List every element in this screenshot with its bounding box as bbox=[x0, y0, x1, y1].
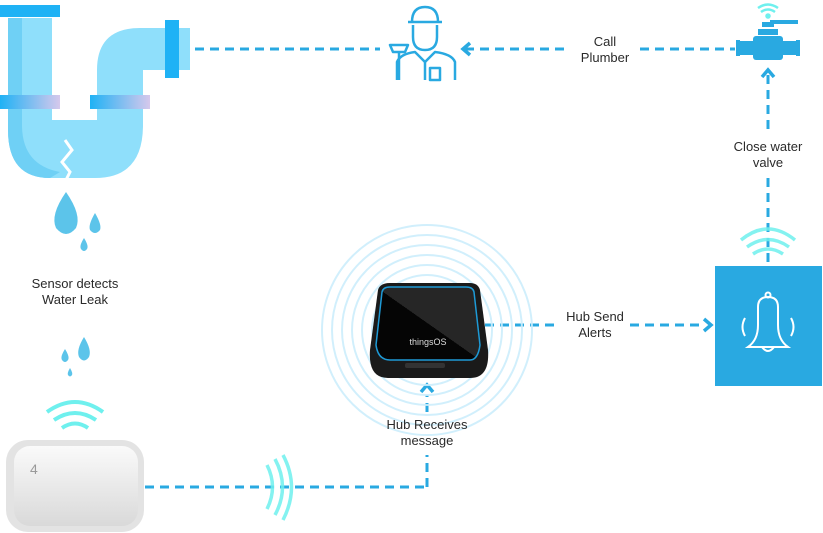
label-close-valve-line1: Close water bbox=[733, 139, 803, 154]
leak-sensor-device: 4 bbox=[6, 440, 144, 532]
label-sensor-line2: Water Leak bbox=[42, 292, 108, 307]
label-hub-send-line2: Alerts bbox=[578, 325, 612, 340]
label-hub-receives-line2: message bbox=[400, 433, 454, 448]
label-call-plumber-line1: Call bbox=[593, 34, 617, 49]
arrow-left-icon bbox=[460, 41, 472, 57]
alert-box bbox=[715, 227, 822, 386]
bell-icon bbox=[741, 291, 795, 352]
alert-wifi-icon bbox=[739, 227, 797, 256]
leak-drops-icon bbox=[54, 192, 101, 251]
label-sensor-detects: Sensor detects Water Leak bbox=[22, 276, 128, 308]
connector-lines bbox=[145, 47, 770, 489]
valve-wifi-icon bbox=[757, 3, 779, 19]
label-hub-send-line1: Hub Send bbox=[566, 309, 624, 324]
signal-arcs-icon bbox=[265, 454, 294, 521]
label-call-plumber-line2: Plumber bbox=[580, 50, 630, 65]
label-hub-receives: Hub Receives message bbox=[380, 417, 474, 449]
hub-signal-rings bbox=[321, 224, 533, 436]
label-close-valve-line2: valve bbox=[752, 155, 784, 170]
label-close-valve: Close water valve bbox=[725, 139, 811, 171]
label-call-plumber: Call Plumber bbox=[572, 34, 638, 66]
sensor-wifi-icon bbox=[45, 400, 105, 430]
water-valve-icon bbox=[736, 3, 800, 60]
sensor-drops-icon bbox=[61, 337, 90, 377]
label-hub-send-alerts: Hub Send Alerts bbox=[562, 309, 628, 341]
hub-brand-logo: thingsOS bbox=[409, 337, 446, 347]
arrow-up-icon bbox=[760, 67, 776, 79]
arrow-up-hub-icon bbox=[419, 382, 435, 394]
broken-pipe-icon bbox=[0, 5, 190, 181]
arrow-right-icon bbox=[702, 317, 714, 333]
svg-text:4: 4 bbox=[30, 461, 38, 477]
plumber-icon bbox=[388, 5, 457, 82]
label-sensor-line1: Sensor detects bbox=[31, 276, 119, 291]
hub-device: thingsOS bbox=[321, 224, 533, 436]
label-hub-receives-line1: Hub Receives bbox=[386, 417, 468, 432]
